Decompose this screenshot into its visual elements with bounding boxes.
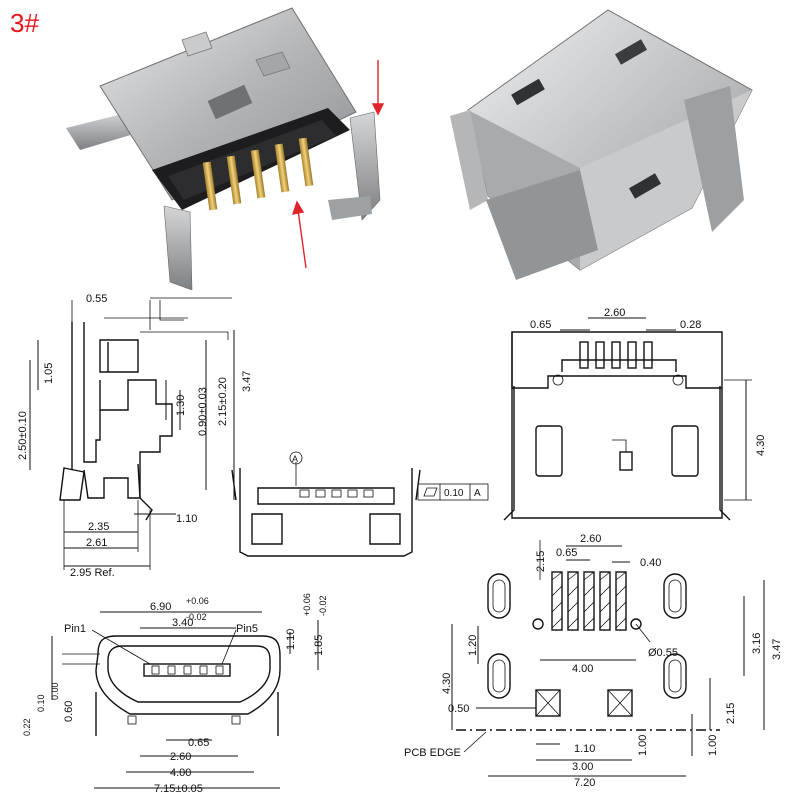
front-dim-14: 4.00 (170, 767, 191, 779)
side-dim-10: 2.95 Ref. (70, 567, 115, 579)
pcb-edge-label: PCB EDGE (404, 747, 461, 759)
front-small-drawing: A 0.10 A (231, 451, 489, 557)
front-dim-12: 0.65 (188, 737, 209, 749)
fp-dim-2: 0.65 (556, 547, 577, 559)
side-dim-6: 2.50±0.10 (17, 411, 29, 460)
fp-dim-8: 4.00 (572, 663, 593, 675)
fp-dim-16: 1.00 (707, 735, 719, 756)
fp-dim-9: 4.30 (441, 673, 453, 694)
red-arrows (291, 60, 385, 269)
front-dim-7: -0.02 (318, 595, 328, 616)
side-dim-3: 0.90±0.03 (197, 387, 209, 436)
pin1-label: Pin1 (64, 623, 86, 635)
pin5-label: Pin5 (236, 623, 258, 635)
top-dim-1: 2.60 (604, 307, 625, 319)
side-dim-2: 1.30 (175, 395, 187, 416)
flatness-datum: A (474, 488, 481, 499)
front-dim-3: 3.40 (172, 617, 193, 629)
gold-pins (202, 137, 314, 211)
pcb-footprint-drawing: 2.15 2.60 0.65 0.40 1.20 Ø0.55 3.16 3.47… (404, 533, 783, 789)
fp-dim-6: 3.16 (751, 633, 763, 654)
front-dim-9: 0.00 (50, 682, 60, 700)
side-dim-7: 2.35 (88, 521, 109, 533)
front-dim-13: 2.60 (170, 751, 191, 763)
footprint-pads (551, 571, 627, 631)
fp-dim-4: 1.20 (467, 635, 479, 656)
fp-dim-0: 2.15 (535, 551, 547, 572)
front-dim-15: 7.15±0.05 (154, 783, 203, 795)
front-dim-5: 1.85 (313, 635, 325, 656)
flatness-value: 0.10 (444, 488, 464, 499)
fp-dim-3: 0.40 (640, 557, 661, 569)
fp-dim-14: 1.00 (637, 735, 649, 756)
top-dim-2: 0.28 (680, 319, 701, 331)
side-dim-8: 1.10 (176, 513, 197, 525)
fp-dim-7: 3.47 (771, 639, 783, 660)
side-dim-5: 3.47 (241, 371, 253, 392)
side-dim-0: 0.55 (86, 293, 107, 305)
top-dim-0: 0.65 (530, 319, 551, 331)
datum-a-label: A (292, 454, 298, 464)
side-view-drawing: 0.55 1.05 1.30 0.90±0.03 2.15±0.20 3.47 … (17, 293, 253, 579)
connector-photo-front (66, 7, 385, 290)
front-dim-8: 0.10 (36, 694, 46, 712)
side-dim-9: 2.61 (86, 537, 107, 549)
fp-dim-1: 2.60 (580, 533, 601, 545)
flatness-callout: 0.10 A (417, 483, 489, 501)
product-code-label: 3# (10, 8, 39, 38)
front-dim-0: 6.90 (150, 601, 171, 613)
fp-dim-13: 7.20 (574, 777, 595, 789)
fp-dim-5: Ø0.55 (648, 647, 678, 659)
front-dim-11: 0.60 (63, 701, 75, 722)
side-dim-4: 2.15±0.20 (217, 377, 229, 426)
fp-dim-15: 2.15 (725, 703, 737, 724)
front-dim-10: 0.22 (22, 718, 32, 736)
fp-dim-12: 3.00 (572, 761, 593, 773)
top-view-drawing: 0.65 2.60 0.28 4.30 (503, 307, 767, 521)
front-view-drawing: 6.90 +0.06 -0.02 3.40 1.10 1.85 +0.06 -0… (22, 593, 328, 795)
front-dim-6: +0.06 (302, 593, 312, 616)
front-dim-4: 1.10 (285, 629, 297, 650)
front-dim-1: +0.06 (186, 596, 209, 606)
front-dim-2: -0.02 (186, 612, 207, 622)
connector-photo-rear (450, 9, 753, 280)
side-dim-1: 1.05 (43, 363, 55, 384)
fp-dim-10: 0.50 (448, 703, 469, 715)
fp-dim-11: 1.10 (574, 743, 595, 755)
top-dim-3: 4.30 (755, 435, 767, 456)
